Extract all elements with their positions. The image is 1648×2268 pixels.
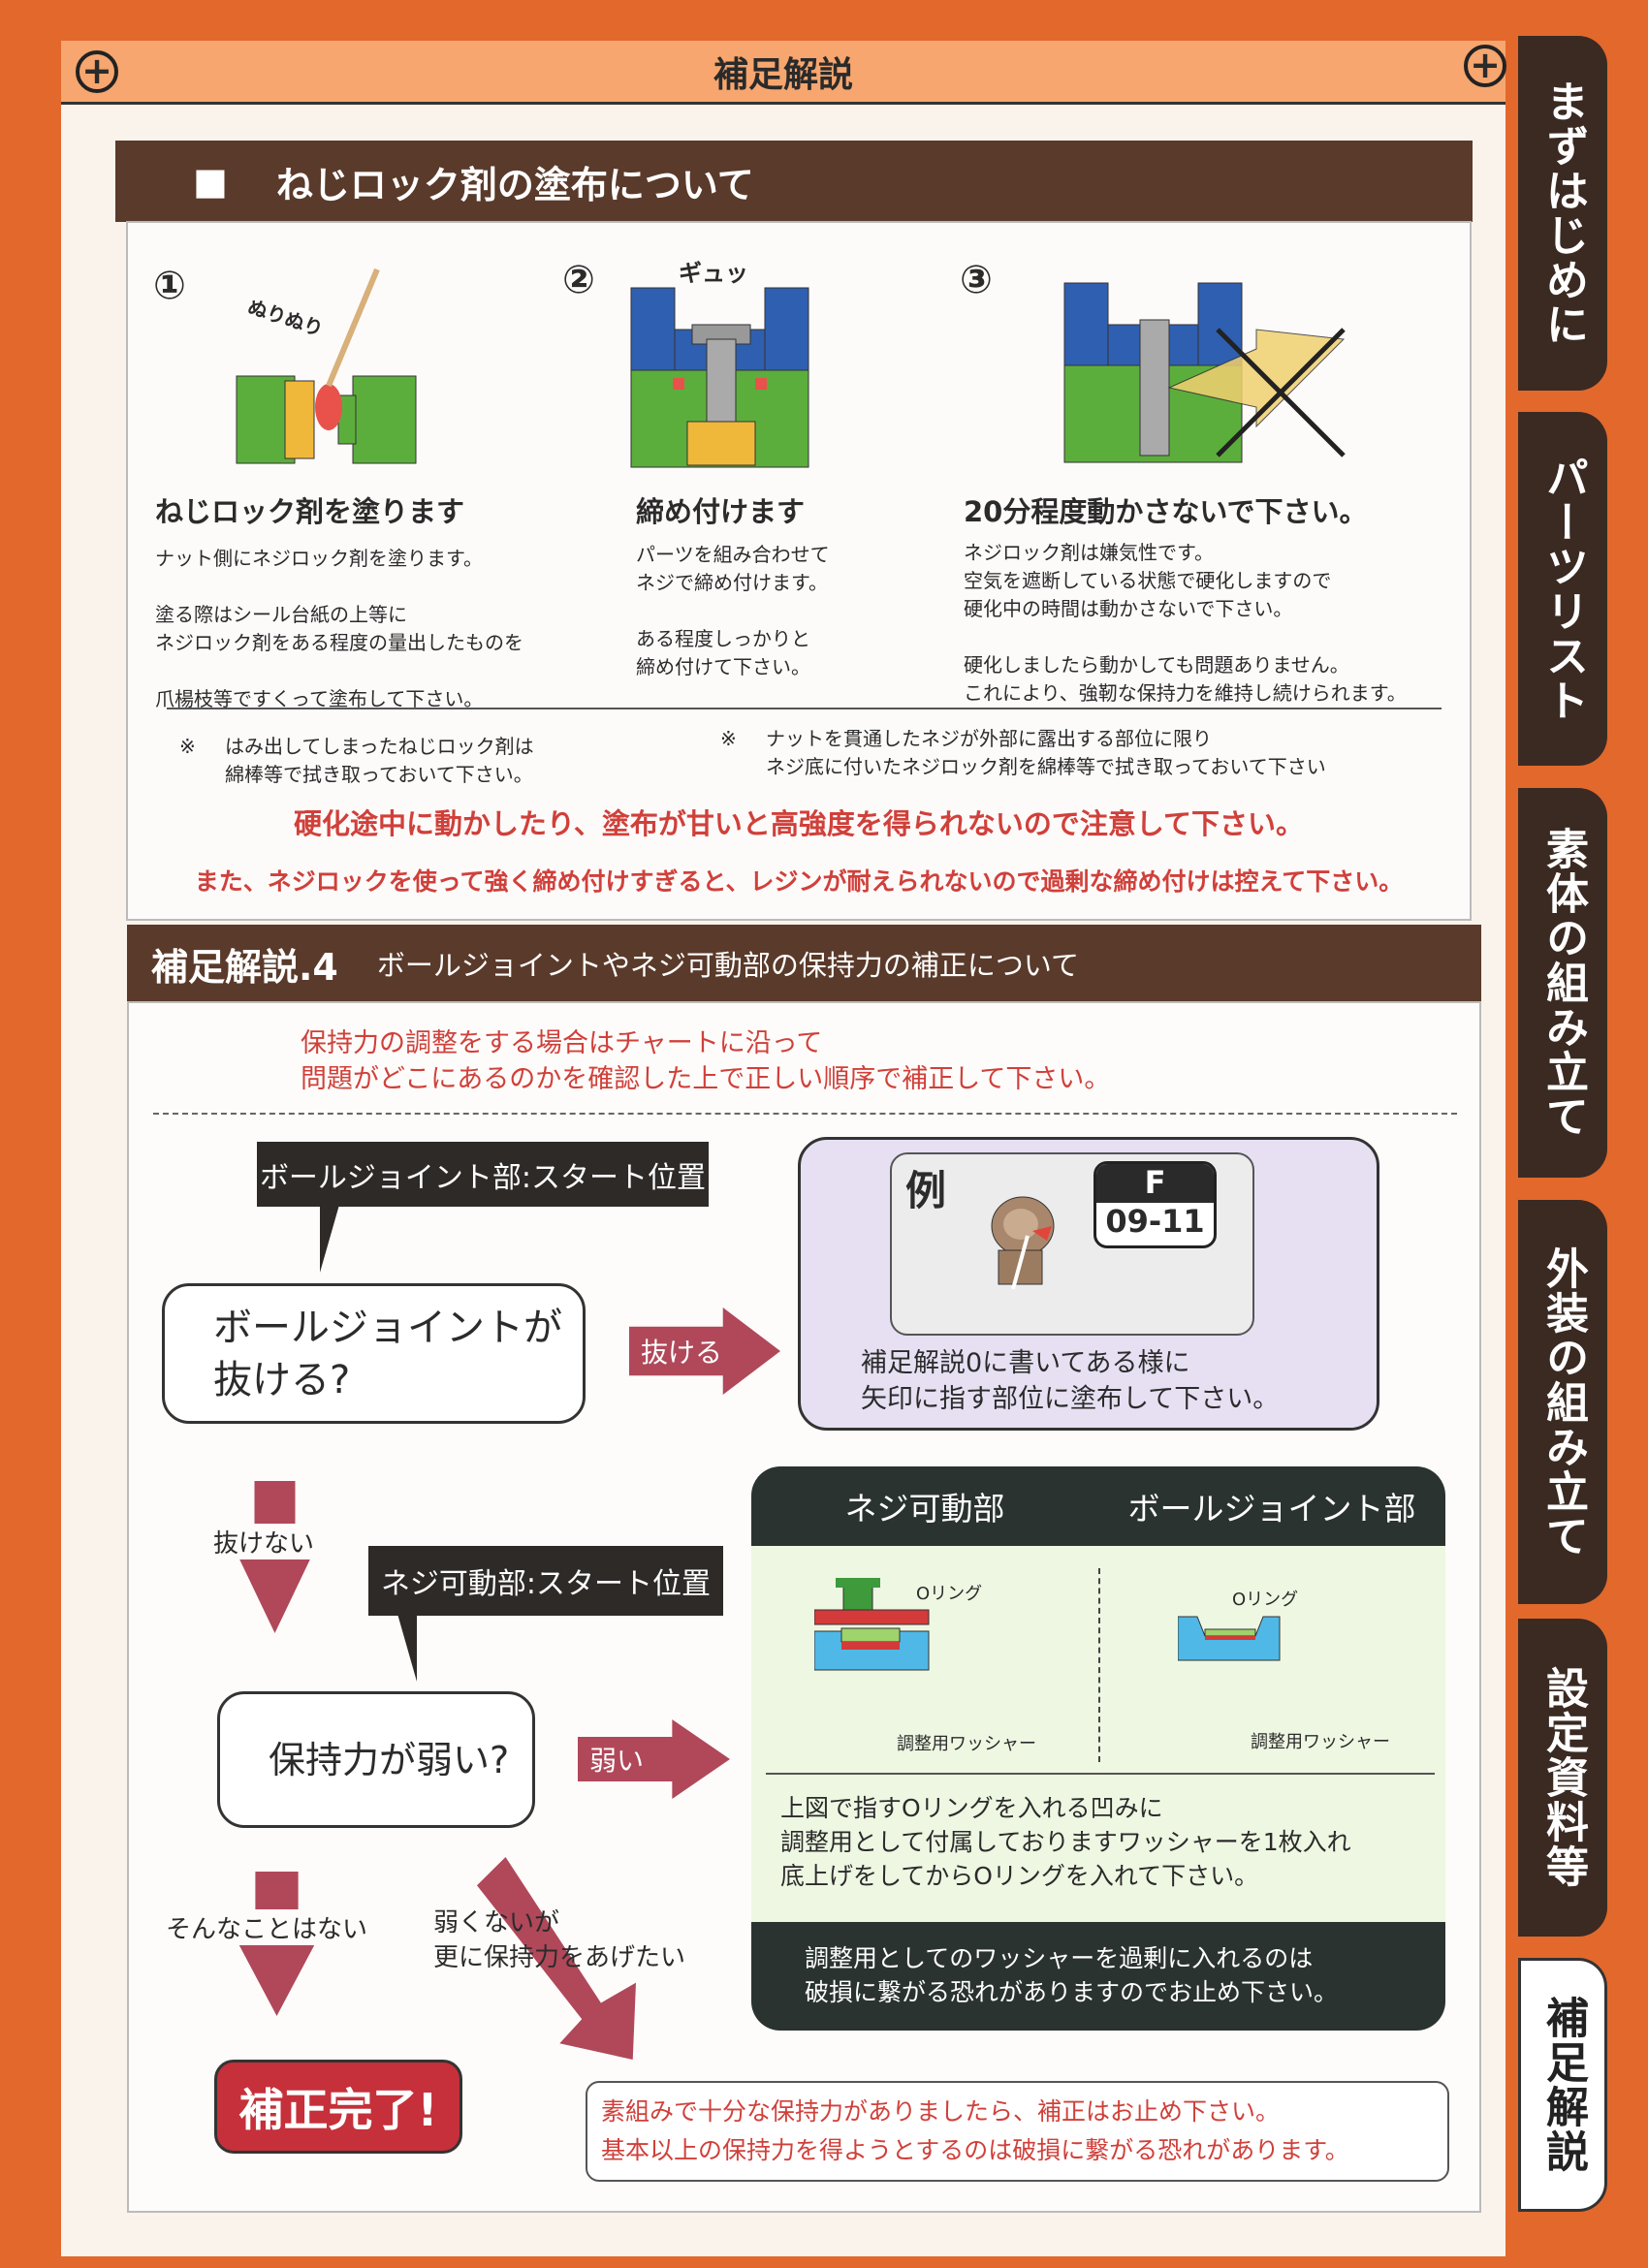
panel-header-ball: ボールジョイント部: [1127, 1490, 1416, 1528]
note1-text: はみ出してしまったねじロック剤は 綿棒等で拭き取っておいて下さい。: [225, 735, 534, 786]
step2-text: パーツを組み合わせて ネジで締め付けます。 ある程度しっかりと 締め付けて下さい…: [636, 543, 830, 678]
plus-icon: +: [76, 50, 118, 93]
section2-number: 補足解説.4: [151, 945, 338, 989]
final-note: 素組みで十分な保持力がありましたら、補正はお止め下さい。 基本以上の保持力を得よ…: [586, 2081, 1449, 2182]
dashed-divider: [153, 1113, 1457, 1115]
step3-text: ネジロック剤は嫌気性です。 空気を遮断している状態で硬化しますので 硬化中の時間…: [964, 541, 1407, 705]
tab-reference[interactable]: 設定資料等: [1518, 1619, 1607, 1937]
step2-number: ②: [562, 258, 595, 302]
step1-illustration: [236, 268, 417, 464]
step3-heading: 20分程度動かさないで下さい。: [964, 495, 1368, 528]
washer-warning: 調整用としてのワッシャーを過剰に入れるのは 破損に繋がる恐れがありますのでお止め…: [805, 1944, 1339, 2006]
part-letter: F: [1096, 1164, 1214, 1203]
section1-title-bar: ■ ねじロック剤の塗布について: [115, 141, 1473, 222]
part-code: 09-11: [1105, 1203, 1205, 1240]
label-not-so: そんなことはない: [166, 1909, 368, 1945]
washer-label: 調整用ワッシャー: [1251, 1732, 1390, 1752]
start-label-screw: ネジ可動部:スタート位置: [368, 1546, 723, 1616]
step1-heading: ねじロック剤を塗ります: [155, 495, 465, 528]
tab-supplement[interactable]: 補足解説: [1518, 1958, 1607, 2212]
step1-text: ナット側にネジロック剤を塗ります。 塗る際はシール台紙の上等に ネジロック剤をあ…: [155, 547, 523, 710]
tab-getting-started[interactable]: まずはじめに: [1518, 36, 1607, 391]
step2-annotation: ギュッ: [679, 260, 748, 287]
washer-instructions: 上図で指すOリングを入れる凹みに 調整用として付属しておりますワッシャーを1枚入…: [780, 1794, 1351, 1890]
header-bar: 補足解説: [61, 41, 1505, 105]
correction-complete: 補正完了!: [214, 2060, 462, 2154]
question-holding-weak: 保持力が弱い?: [217, 1691, 535, 1828]
warning-curing: 硬化途中に動かしたり、塗布が甘いと高強度を得られないので注意して下さい。: [294, 807, 1304, 840]
section2-intro: 保持力の調整をする場合はチャートに沿って 問題がどこにあるのかを確認した上で正し…: [301, 1028, 1111, 1094]
step3-illustration: [1063, 282, 1346, 463]
speech-tail: [397, 1614, 417, 1682]
note-mark: ※: [720, 727, 737, 750]
ball-joint-part-illustration: [991, 1196, 1055, 1290]
section1-title: ねじロック剤の塗布について: [275, 163, 754, 206]
divider: [167, 708, 1442, 709]
question-ball-joint-loose: ボールジョイントが 抜ける?: [162, 1283, 586, 1424]
tab-body-assembly[interactable]: 素体の組み立て: [1518, 788, 1607, 1178]
part-code-badge: F 09-11: [1093, 1161, 1217, 1248]
square-marker-icon: ■: [193, 160, 228, 203]
tab-armor-assembly[interactable]: 外装の組み立て: [1518, 1200, 1607, 1604]
divider: [1098, 1568, 1100, 1762]
label-not-loose: 抜けない: [213, 1524, 315, 1559]
oring-label: Oリング: [1232, 1590, 1299, 1610]
plus-icon: +: [1464, 45, 1506, 87]
step3-number: ③: [960, 258, 993, 302]
step2-heading: 締め付けます: [636, 495, 806, 528]
ball-joint-diagram: [1178, 1616, 1281, 1661]
tab-parts-list[interactable]: パーツリスト: [1518, 412, 1607, 766]
step2-illustration: [630, 287, 809, 468]
step1-number: ①: [153, 264, 186, 308]
washer-label: 調整用ワッシャー: [897, 1734, 1036, 1754]
example-text: 補足解説0に書いてある様に 矢印に指す部位に塗布して下さい。: [861, 1348, 1280, 1414]
example-label: 例: [905, 1167, 947, 1214]
note-mark: ※: [179, 735, 196, 758]
start-label-ball-joint: ボールジョイント部:スタート位置: [257, 1142, 709, 1207]
divider: [766, 1773, 1435, 1775]
header-title: 補足解説: [713, 54, 853, 95]
note2-text: ナットを貫通したネジが外部に露出する部位に限り ネジ底に付いたネジロック剤を綿棒…: [766, 727, 1326, 778]
oring-label: Oリング: [916, 1584, 983, 1604]
section2-title-bar: 補足解説.4 ボールジョイントやネジ可動部の保持力の補正について: [127, 925, 1481, 1002]
section2-title: ボールジョイントやネジ可動部の保持力の補正について: [376, 949, 1080, 982]
washer-panel: ネジ可動部 ボールジョイント部 Oリング Oリング 調整用ワッシャー 調整用ワッ…: [751, 1466, 1445, 2031]
warning-overtighten: また、ネジロックを使って強く締め付けすぎると、レジンが耐えられないので過剰な締め…: [194, 867, 1404, 896]
panel-header-screw: ネジ可動部: [844, 1490, 1005, 1528]
screw-joint-diagram: [814, 1578, 930, 1671]
speech-tail: [320, 1205, 339, 1273]
label-want-more: 弱くないが 更に保持力をあげたい: [433, 1908, 686, 1972]
